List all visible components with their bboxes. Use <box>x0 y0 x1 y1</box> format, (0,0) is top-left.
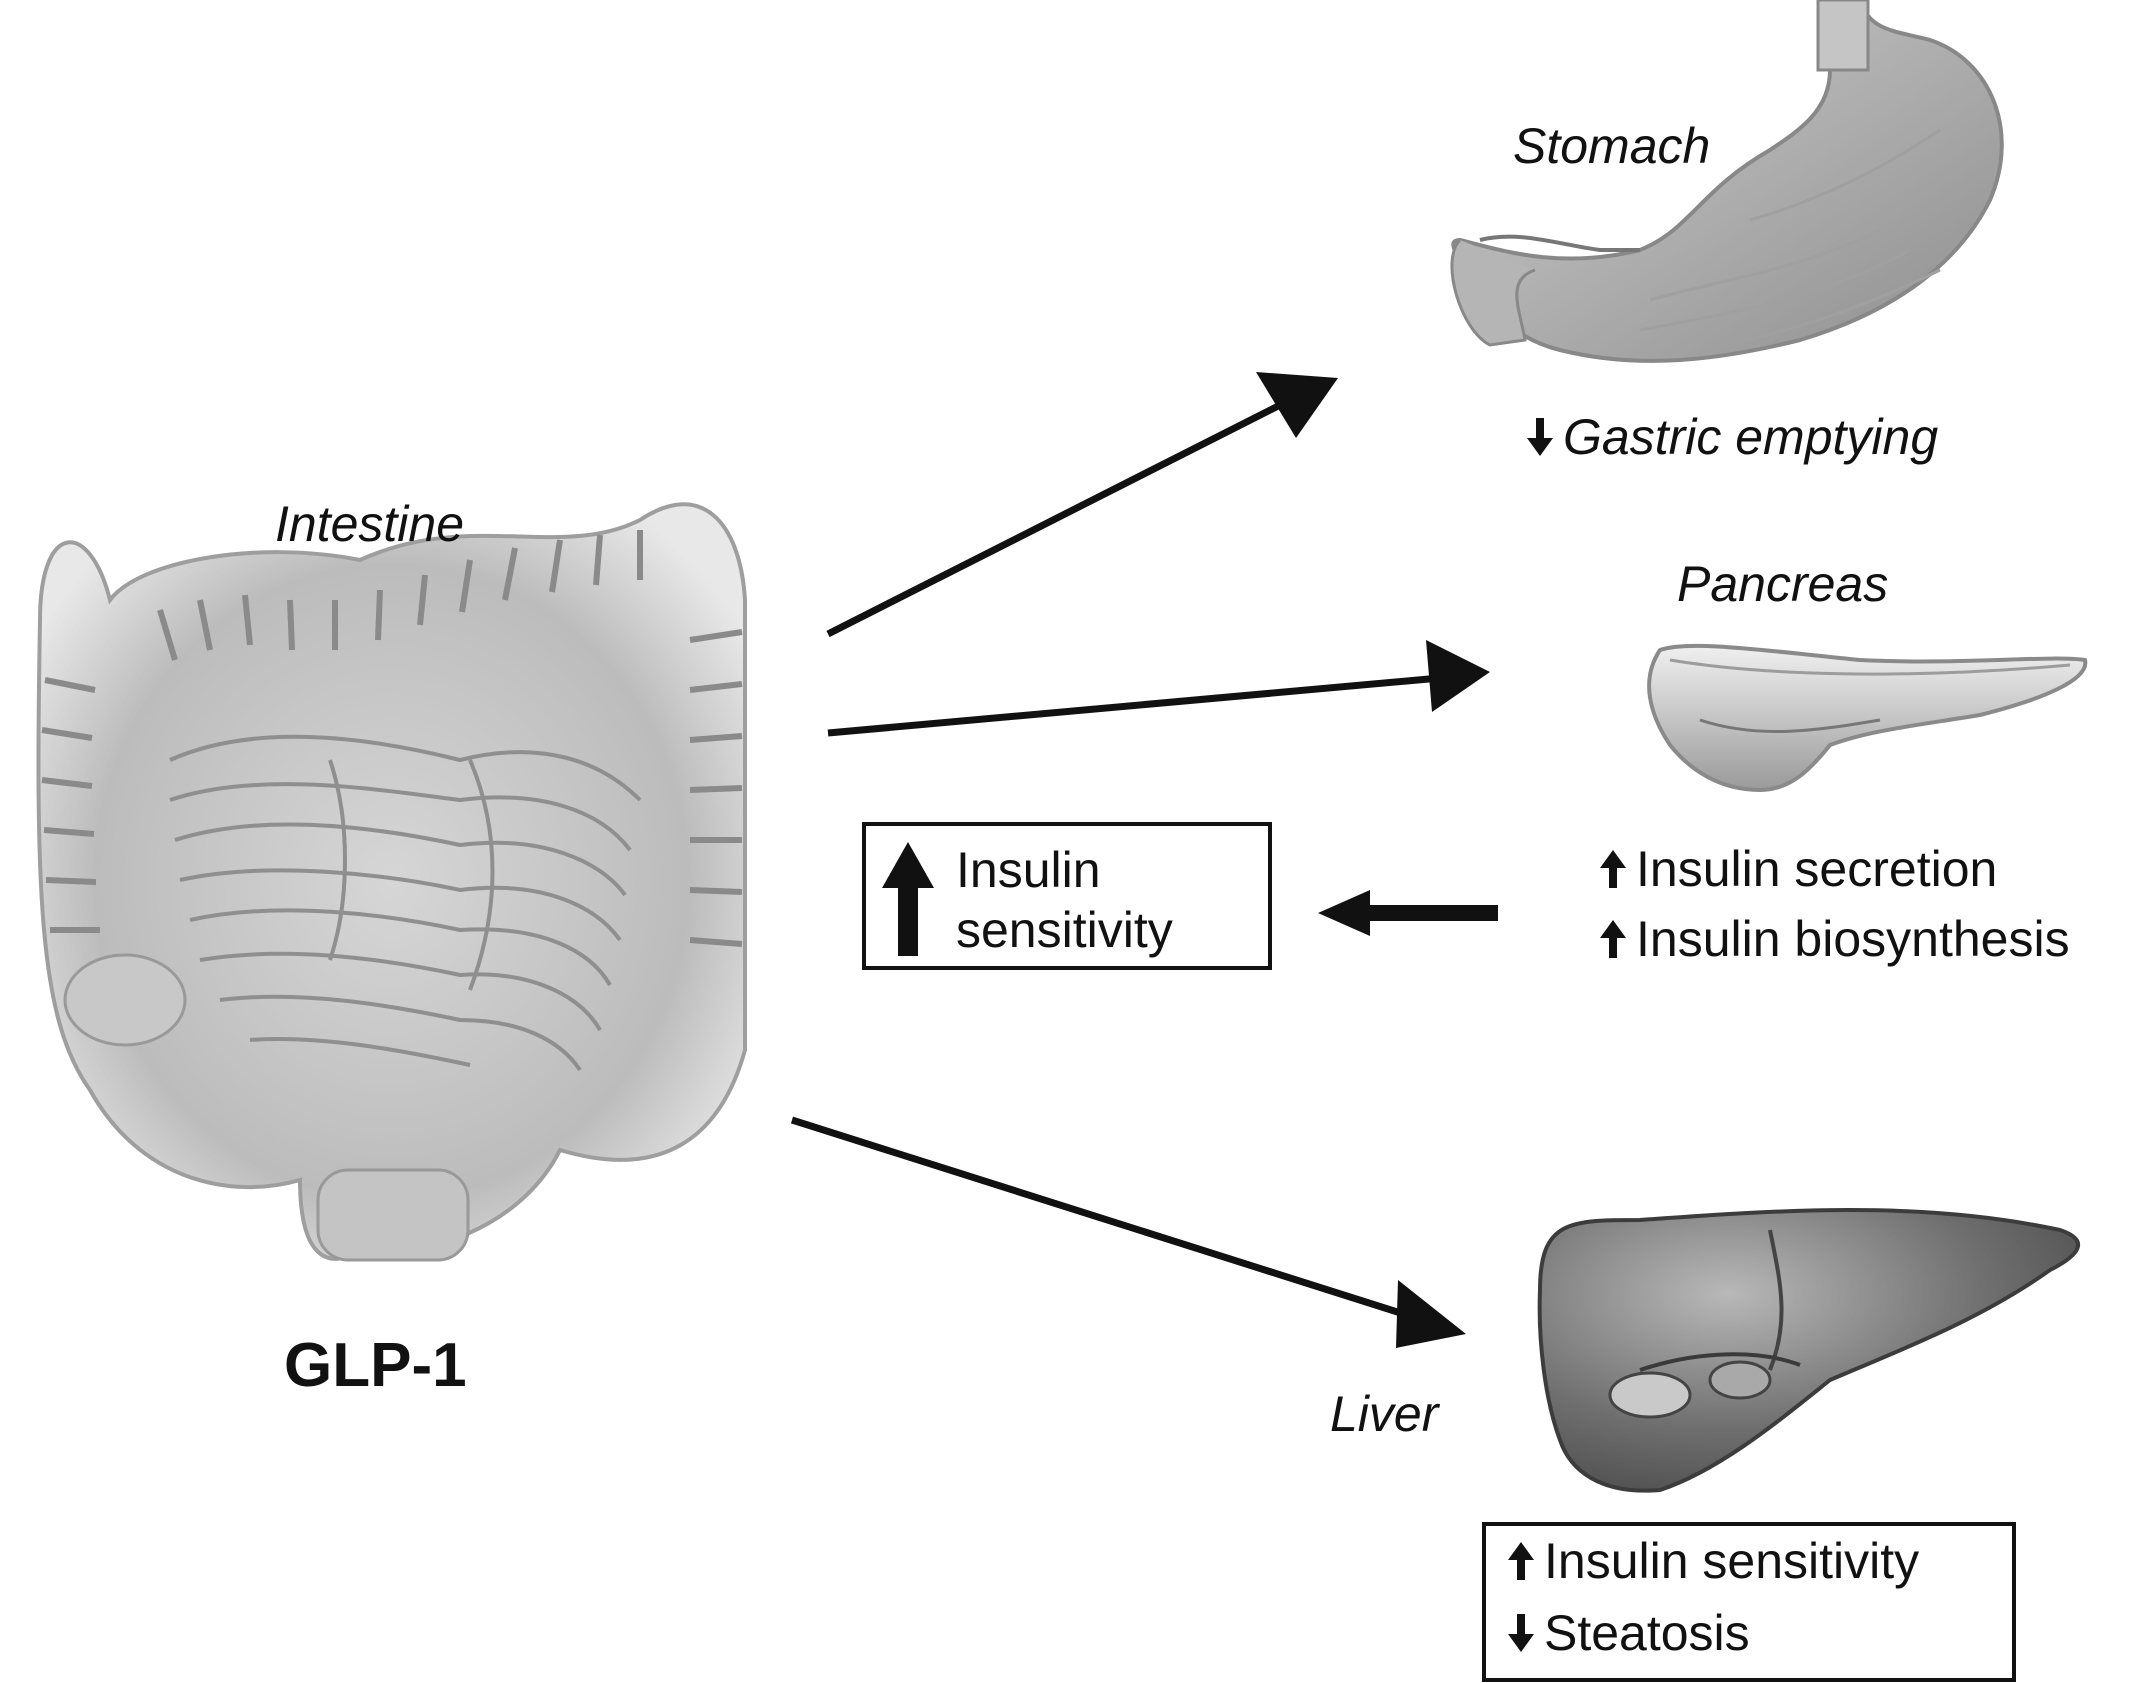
down-arrow-icon <box>1508 1614 1534 1652</box>
arrow-pancreas-to-periphery <box>1318 890 1498 936</box>
liver-insulin-sensitivity-text: Insulin sensitivity <box>1544 1533 1920 1589</box>
up-arrow-icon <box>1508 1542 1534 1580</box>
gastric-emptying-text: Gastric emptying <box>1563 409 1939 465</box>
steatosis-text: Steatosis <box>1544 1605 1750 1661</box>
insulin-biosynthesis-effect: Insulin biosynthesis <box>1598 910 2070 968</box>
stomach-label: Stomach <box>1513 118 1711 174</box>
arrow-to-stomach <box>826 372 1338 638</box>
insulin-secretion-text: Insulin secretion <box>1636 841 1998 897</box>
peripheral-line2: sensitivity <box>956 902 1173 958</box>
liver-illustration <box>1537 1208 2081 1493</box>
big-up-arrow-icon <box>882 842 934 956</box>
insulin-biosynthesis-text: Insulin biosynthesis <box>1636 911 2070 967</box>
pancreas-label: Pancreas <box>1677 556 1889 612</box>
peripheral-insulin-sensitivity-box: Insulin sensitivity <box>862 822 1272 970</box>
liver-effects-box: Insulin sensitivity Steatosis <box>1482 1522 2016 1682</box>
gastric-emptying-effect: Gastric emptying <box>1525 408 1938 466</box>
up-arrow-icon <box>1600 920 1626 958</box>
arrow-to-liver <box>790 1116 1466 1348</box>
up-arrow-icon <box>1600 850 1626 888</box>
peripheral-line1: Insulin <box>956 842 1101 898</box>
arrow-to-pancreas <box>827 640 1490 737</box>
stomach-illustration <box>1450 0 2004 363</box>
pancreas-illustration <box>1647 643 2088 793</box>
steatosis-effect: Steatosis <box>1506 1604 1750 1662</box>
liver-insulin-sensitivity-effect: Insulin sensitivity <box>1506 1532 1919 1590</box>
glp1-label: GLP-1 <box>284 1331 467 1400</box>
intestine-label: Intestine <box>275 496 465 552</box>
intestine-illustration <box>36 502 747 1262</box>
liver-label: Liver <box>1330 1386 1439 1442</box>
insulin-secretion-effect: Insulin secretion <box>1598 840 1997 898</box>
down-arrow-icon <box>1527 418 1553 456</box>
